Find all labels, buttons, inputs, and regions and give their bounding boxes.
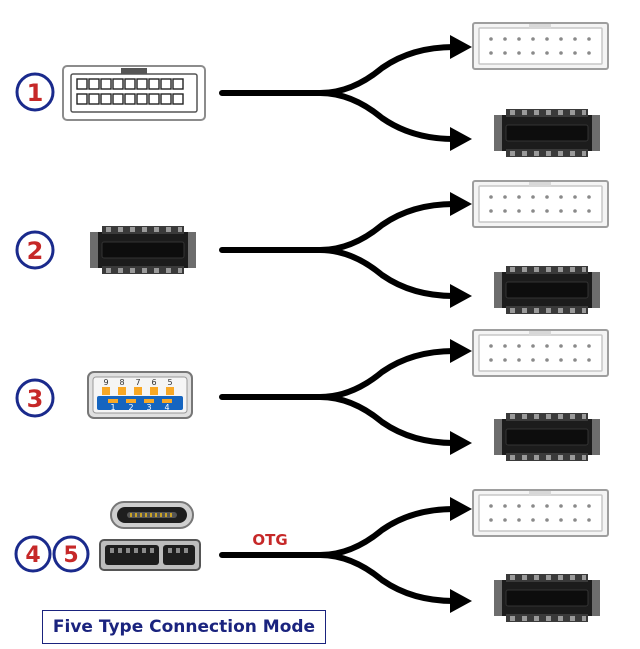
svg-text:1: 1	[110, 403, 115, 412]
mode-3-badge: 3	[15, 378, 55, 418]
usb-3-type-a-icon: 9 8 7 6 5 1 2 3 4	[87, 371, 193, 419]
mode-1-pin-header-target	[472, 22, 609, 70]
usb-type-c-icon	[110, 501, 194, 529]
mode-2-key-a-target	[493, 265, 601, 315]
mode-4-badge: 4	[14, 535, 52, 573]
svg-text:2: 2	[128, 403, 133, 412]
mode-4-5-row: 4 5 OTG	[14, 489, 609, 623]
mode-4-5-key-a-target	[493, 573, 601, 623]
mode-1-arrows	[222, 35, 472, 151]
svg-text:5: 5	[167, 378, 172, 387]
mode-1-row: 1	[15, 22, 609, 158]
mode-2-badge: 2	[15, 230, 55, 270]
mode-3-pin-header-target	[472, 329, 609, 377]
svg-text:3: 3	[27, 385, 44, 413]
caption-box: Five Type Connection Mode	[42, 610, 326, 644]
mode-5-badge: 5	[52, 535, 90, 573]
svg-text:1: 1	[27, 79, 44, 107]
mode-3-key-a-target	[493, 412, 601, 462]
mode-3-arrows	[222, 339, 472, 455]
svg-text:7: 7	[135, 378, 140, 387]
svg-text:3: 3	[146, 403, 151, 412]
mode-2-row: 2	[15, 180, 609, 315]
mode-1-key-a-target	[493, 108, 601, 158]
20-pin-header-icon	[62, 65, 206, 121]
caption-text: Five Type Connection Mode	[52, 617, 316, 637]
mode-1-badge: 1	[15, 72, 55, 112]
mode-2-arrows	[222, 192, 472, 308]
svg-text:8: 8	[119, 378, 124, 387]
svg-text:6: 6	[151, 378, 156, 387]
svg-text:4: 4	[25, 543, 40, 568]
mode-4-5-pin-header-target	[472, 489, 609, 537]
mode-3-row: 3 9 8 7 6 5 1 2 3 4	[15, 329, 609, 462]
svg-text:2: 2	[27, 237, 44, 265]
mode-2-pin-header-target	[472, 180, 609, 228]
svg-text:9: 9	[103, 378, 108, 387]
usb-micro-b-3-icon	[99, 539, 201, 571]
mode-4-5-arrows	[222, 497, 472, 613]
svg-text:4: 4	[164, 403, 169, 412]
otg-label: OTG	[252, 531, 287, 549]
key-a-connector-icon	[89, 225, 197, 275]
svg-text:5: 5	[63, 543, 78, 568]
